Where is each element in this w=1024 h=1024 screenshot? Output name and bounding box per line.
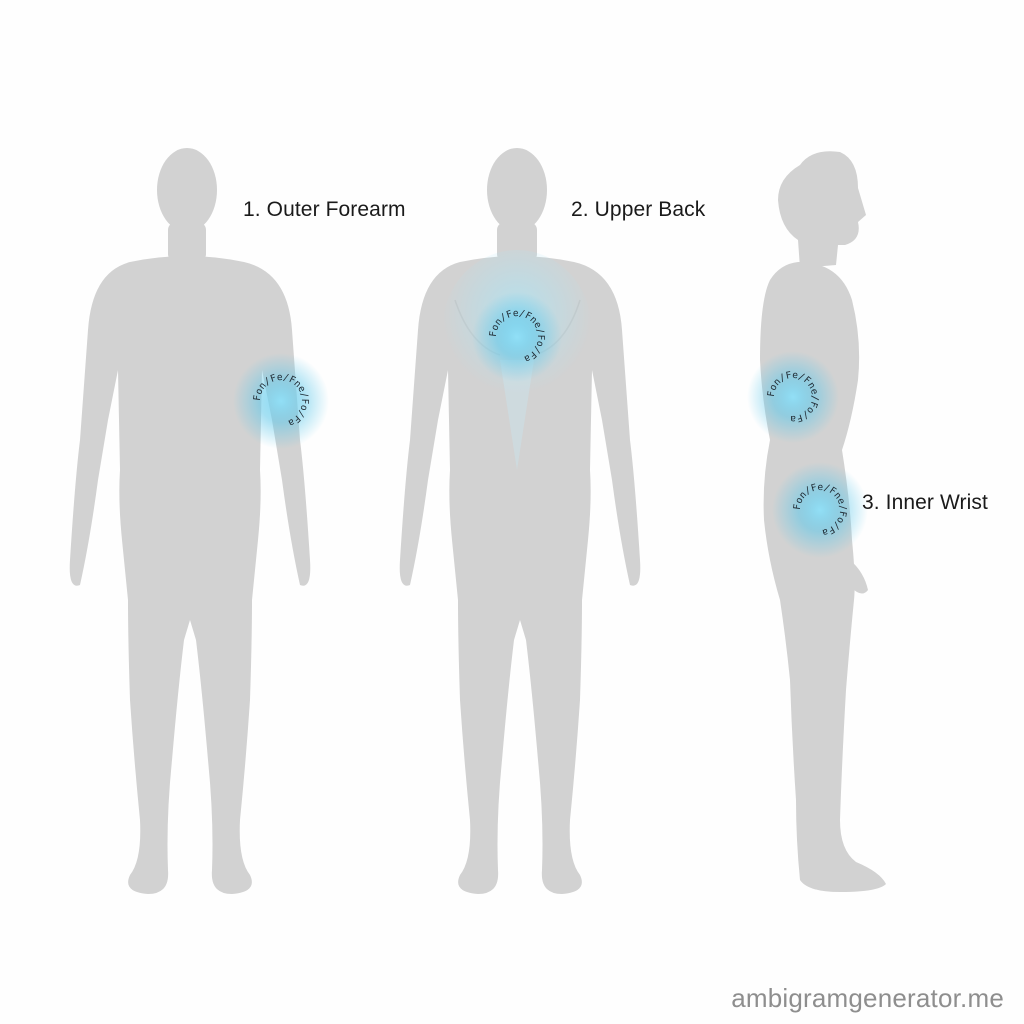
side-arm-glow bbox=[747, 351, 839, 443]
inner-wrist-glow bbox=[772, 462, 868, 558]
front-figure bbox=[69, 148, 311, 894]
label-upper-back: 2. Upper Back bbox=[571, 198, 706, 221]
outer-forearm-glow bbox=[233, 353, 329, 449]
label-outer-forearm: 1. Outer Forearm bbox=[243, 198, 406, 221]
label-inner-wrist: 3. Inner Wrist bbox=[862, 491, 988, 514]
watermark: ambigramgenerator.me bbox=[731, 983, 1004, 1013]
upper-back-spot-glow bbox=[472, 292, 562, 382]
